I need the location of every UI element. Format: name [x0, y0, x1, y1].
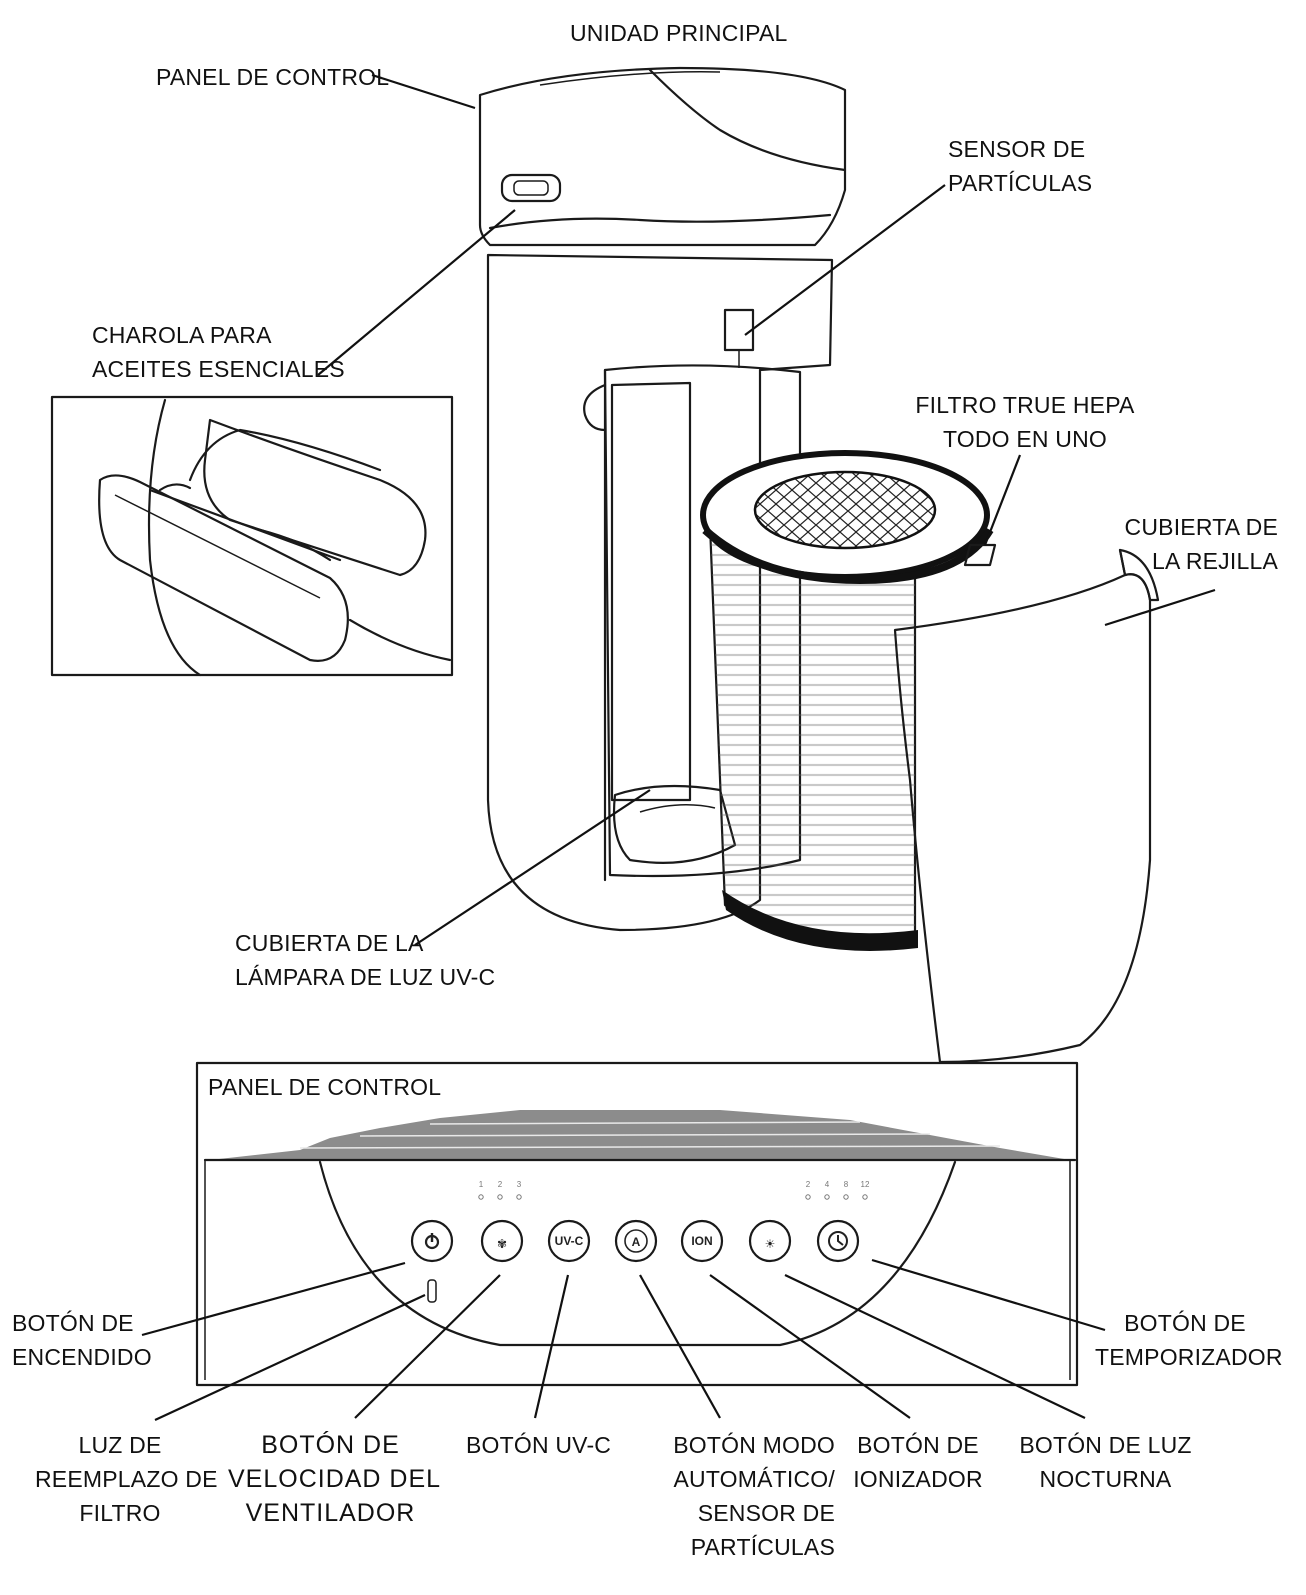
- hepa-filter: [703, 453, 995, 951]
- svg-text:✾: ✾: [497, 1237, 507, 1251]
- label-control-panel-top: PANEL DE CONTROL: [156, 60, 389, 94]
- label-timer-button: BOTÓN DE TEMPORIZADOR: [1095, 1306, 1275, 1374]
- speed-indicator-3: 3: [517, 1180, 522, 1189]
- label-grille-cover: CUBIERTA DE LA REJILLA: [1100, 510, 1278, 578]
- label-auto-mode-button: BOTÓN MODO AUTOMÁTICO/ SENSOR DE PARTÍCU…: [600, 1428, 835, 1564]
- label-power-button: BOTÓN DE ENCENDIDO: [12, 1306, 152, 1374]
- grille-cover: [895, 550, 1158, 1062]
- label-ionizer-button: BOTÓN DE IONIZADOR: [838, 1428, 998, 1496]
- label-fan-speed-button: BOTÓN DE VELOCIDAD DEL VENTILADOR: [228, 1428, 433, 1530]
- label-uvc-lamp-cover: CUBIERTA DE LA LÁMPARA DE LUZ UV-C: [235, 926, 495, 994]
- speed-indicator-1: 1: [479, 1180, 484, 1189]
- label-particle-sensor: SENSOR DE PARTÍCULAS: [948, 132, 1092, 200]
- label-main-unit: UNIDAD PRINCIPAL: [570, 16, 787, 50]
- label-filter-light: LUZ DE REEMPLAZO DE FILTRO: [35, 1428, 205, 1530]
- leader-lines: [142, 75, 1215, 1420]
- label-oil-tray: CHAROLA PARA ACEITES ESENCIALES: [92, 318, 345, 386]
- speed-indicator-2: 2: [498, 1180, 503, 1189]
- oil-tray-inset: [52, 397, 452, 675]
- timer-indicator-8: 8: [844, 1180, 849, 1189]
- timer-indicator-12: 12: [861, 1180, 870, 1189]
- label-hepa-filter: FILTRO TRUE HEPA TODO EN UNO: [915, 388, 1135, 456]
- svg-text:☀: ☀: [765, 1237, 776, 1251]
- control-panel-box: ✾ UV-C A ION ☀ 1 2 3 2 4 8 12: [197, 1063, 1077, 1385]
- svg-text:A: A: [632, 1235, 641, 1249]
- timer-indicator-2: 2: [806, 1180, 811, 1189]
- svg-text:UV-C: UV-C: [555, 1234, 584, 1248]
- label-night-light-button: BOTÓN DE LUZ NOCTURNA: [1018, 1428, 1193, 1496]
- timer-indicator-4: 4: [825, 1180, 830, 1189]
- panel-buttons: ✾ UV-C A ION ☀: [412, 1221, 858, 1261]
- label-control-panel-box: PANEL DE CONTROL: [208, 1070, 441, 1104]
- svg-text:ION: ION: [691, 1234, 712, 1248]
- label-uvc-button: BOTÓN UV-C: [466, 1428, 611, 1462]
